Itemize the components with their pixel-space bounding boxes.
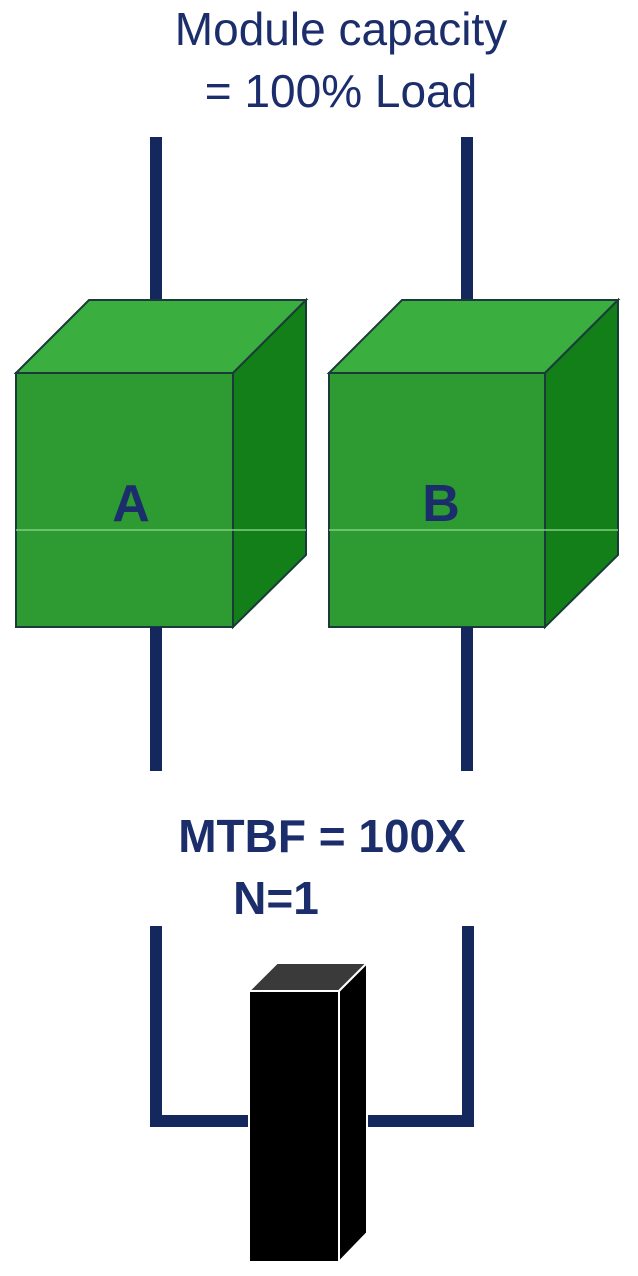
module-a-cube: A [13,297,309,630]
load-side-face [338,960,368,1265]
output-wire-a [150,627,162,771]
module-a-front-face [15,372,234,628]
output-wire-b [461,627,473,771]
redundancy-n-line: N=1 [233,872,319,924]
module-b-front-face [328,372,546,628]
load-front-face [248,990,340,1263]
module-b-cube: B [326,297,621,630]
capacity-caption-line1: Module capacity [175,3,507,55]
load-block [246,960,370,1265]
mtbf-line: MTBF = 100X [178,810,466,862]
module-b-label: B [422,475,460,533]
module-a-label: A [112,475,150,533]
capacity-caption-line2: = 100% Load [205,65,477,117]
input-wire-a [150,137,162,333]
input-wire-b [461,137,473,333]
